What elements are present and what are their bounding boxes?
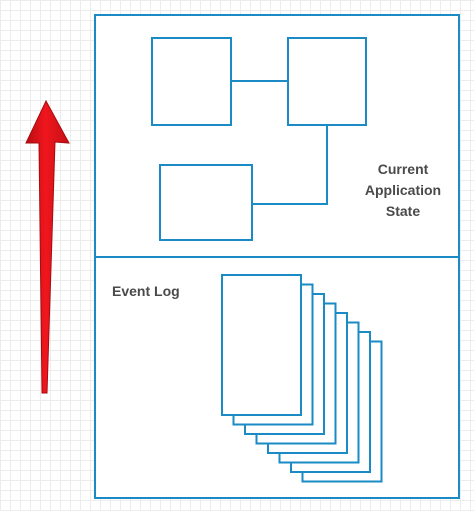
- event-log-section: Event Log: [112, 274, 383, 483]
- event-document: [221, 274, 302, 416]
- state-box-top-right: [287, 37, 367, 126]
- upward-arrow-icon: [25, 99, 70, 394]
- event-document-stack: [221, 274, 383, 483]
- event-log-label: Event Log: [112, 283, 180, 299]
- state-label-line-3: State: [386, 203, 420, 219]
- state-box-bottom: [159, 164, 253, 241]
- state-label-line-2: Application: [365, 182, 441, 198]
- application-state-section: Current Application State: [151, 37, 441, 241]
- state-label-line-1: Current: [378, 161, 429, 177]
- state-box-top-left: [151, 37, 232, 126]
- state-connector-elbow: [252, 125, 328, 205]
